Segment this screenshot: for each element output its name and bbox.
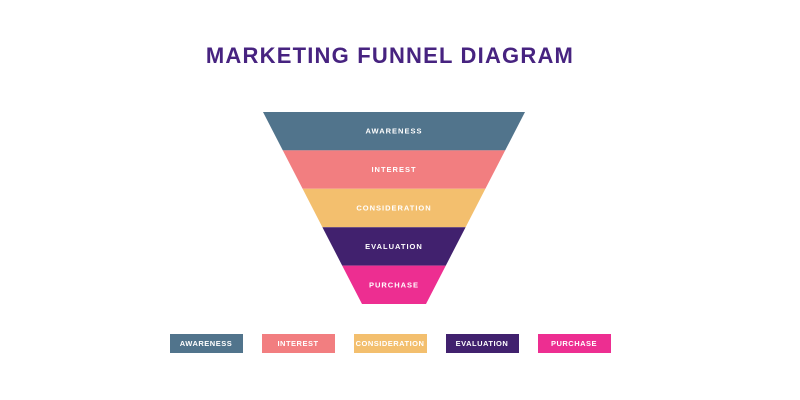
legend: AWARENESS INTEREST CONSIDERATION EVALUAT…: [0, 334, 780, 353]
funnel-stage-purchase: PURCHASE: [342, 265, 446, 304]
funnel-stage-awareness-label: AWARENESS: [366, 127, 423, 136]
funnel-stage-evaluation: EVALUATION: [322, 227, 466, 266]
funnel-stage-consideration-label: CONSIDERATION: [356, 204, 431, 213]
funnel-stage-awareness-shape: [263, 112, 525, 151]
funnel-stage-awareness: AWARENESS: [263, 112, 525, 151]
funnel-stage-purchase-shape: [342, 265, 446, 304]
funnel-stage-interest-label: INTEREST: [371, 165, 416, 174]
page-title: MARKETING FUNNEL DIAGRAM: [205, 43, 575, 68]
funnel-stage-purchase-label: PURCHASE: [369, 280, 419, 289]
funnel-stage-evaluation-label: EVALUATION: [365, 242, 423, 251]
funnel-stage-interest-shape: [282, 150, 506, 189]
legend-item-consideration: CONSIDERATION: [353, 334, 427, 353]
funnel-stage-consideration-shape: [302, 188, 486, 228]
funnel-stage-evaluation-shape: [322, 227, 466, 266]
funnel-stage-interest: INTEREST: [282, 150, 506, 189]
legend-item-interest: INTEREST: [261, 334, 335, 353]
legend-item-evaluation: EVALUATION: [445, 334, 519, 353]
legend-item-awareness: AWARENESS: [169, 334, 243, 353]
funnel-stage-consideration: CONSIDERATION: [302, 188, 486, 228]
legend-item-purchase: PURCHASE: [537, 334, 611, 353]
